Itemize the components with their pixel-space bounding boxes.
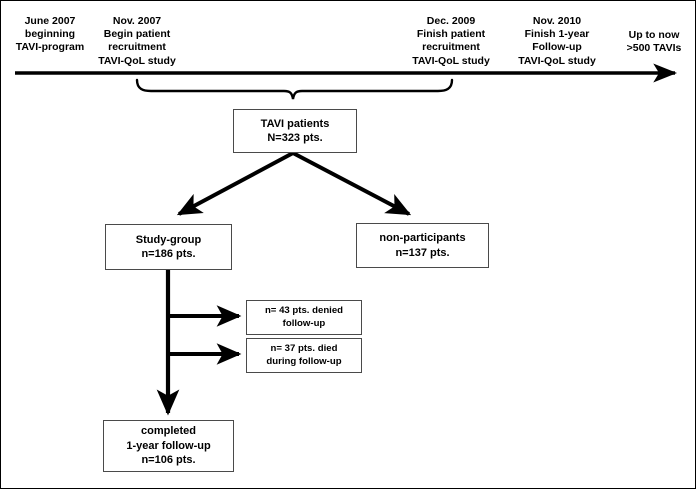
node-non-participants: non-participants n=137 pts. (356, 223, 489, 268)
node-completed-follow-up: completed 1-year follow-up n=106 pts. (103, 420, 234, 472)
timeline-label-nov-2010: Nov. 2010 Finish 1-year Follow-up TAVI-Q… (518, 15, 596, 67)
node-study-group: Study-group n=186 pts. (105, 224, 232, 270)
arrow-tavi-to-non-participants (292, 151, 412, 216)
timeline-label-dec-2009: Dec. 2009 Finish patient recruitment TAV… (412, 15, 490, 67)
timeline-label-up-to-now: Up to now >500 TAVIs (626, 29, 682, 55)
node-died-during-follow-up: n= 37 pts. died during follow-up (246, 338, 362, 373)
arrow-tavi-to-study-group (176, 151, 294, 216)
timeline-label-nov-2007: Nov. 2007 Begin patient recruitment TAVI… (98, 15, 176, 67)
timeline-label-june-2007: June 2007 beginning TAVI-program (15, 15, 85, 54)
node-tavi-patients: TAVI patients N=323 pts. (233, 109, 357, 153)
node-denied-follow-up: n= 43 pts. denied follow-up (246, 300, 362, 335)
recruitment-brace (135, 78, 454, 100)
